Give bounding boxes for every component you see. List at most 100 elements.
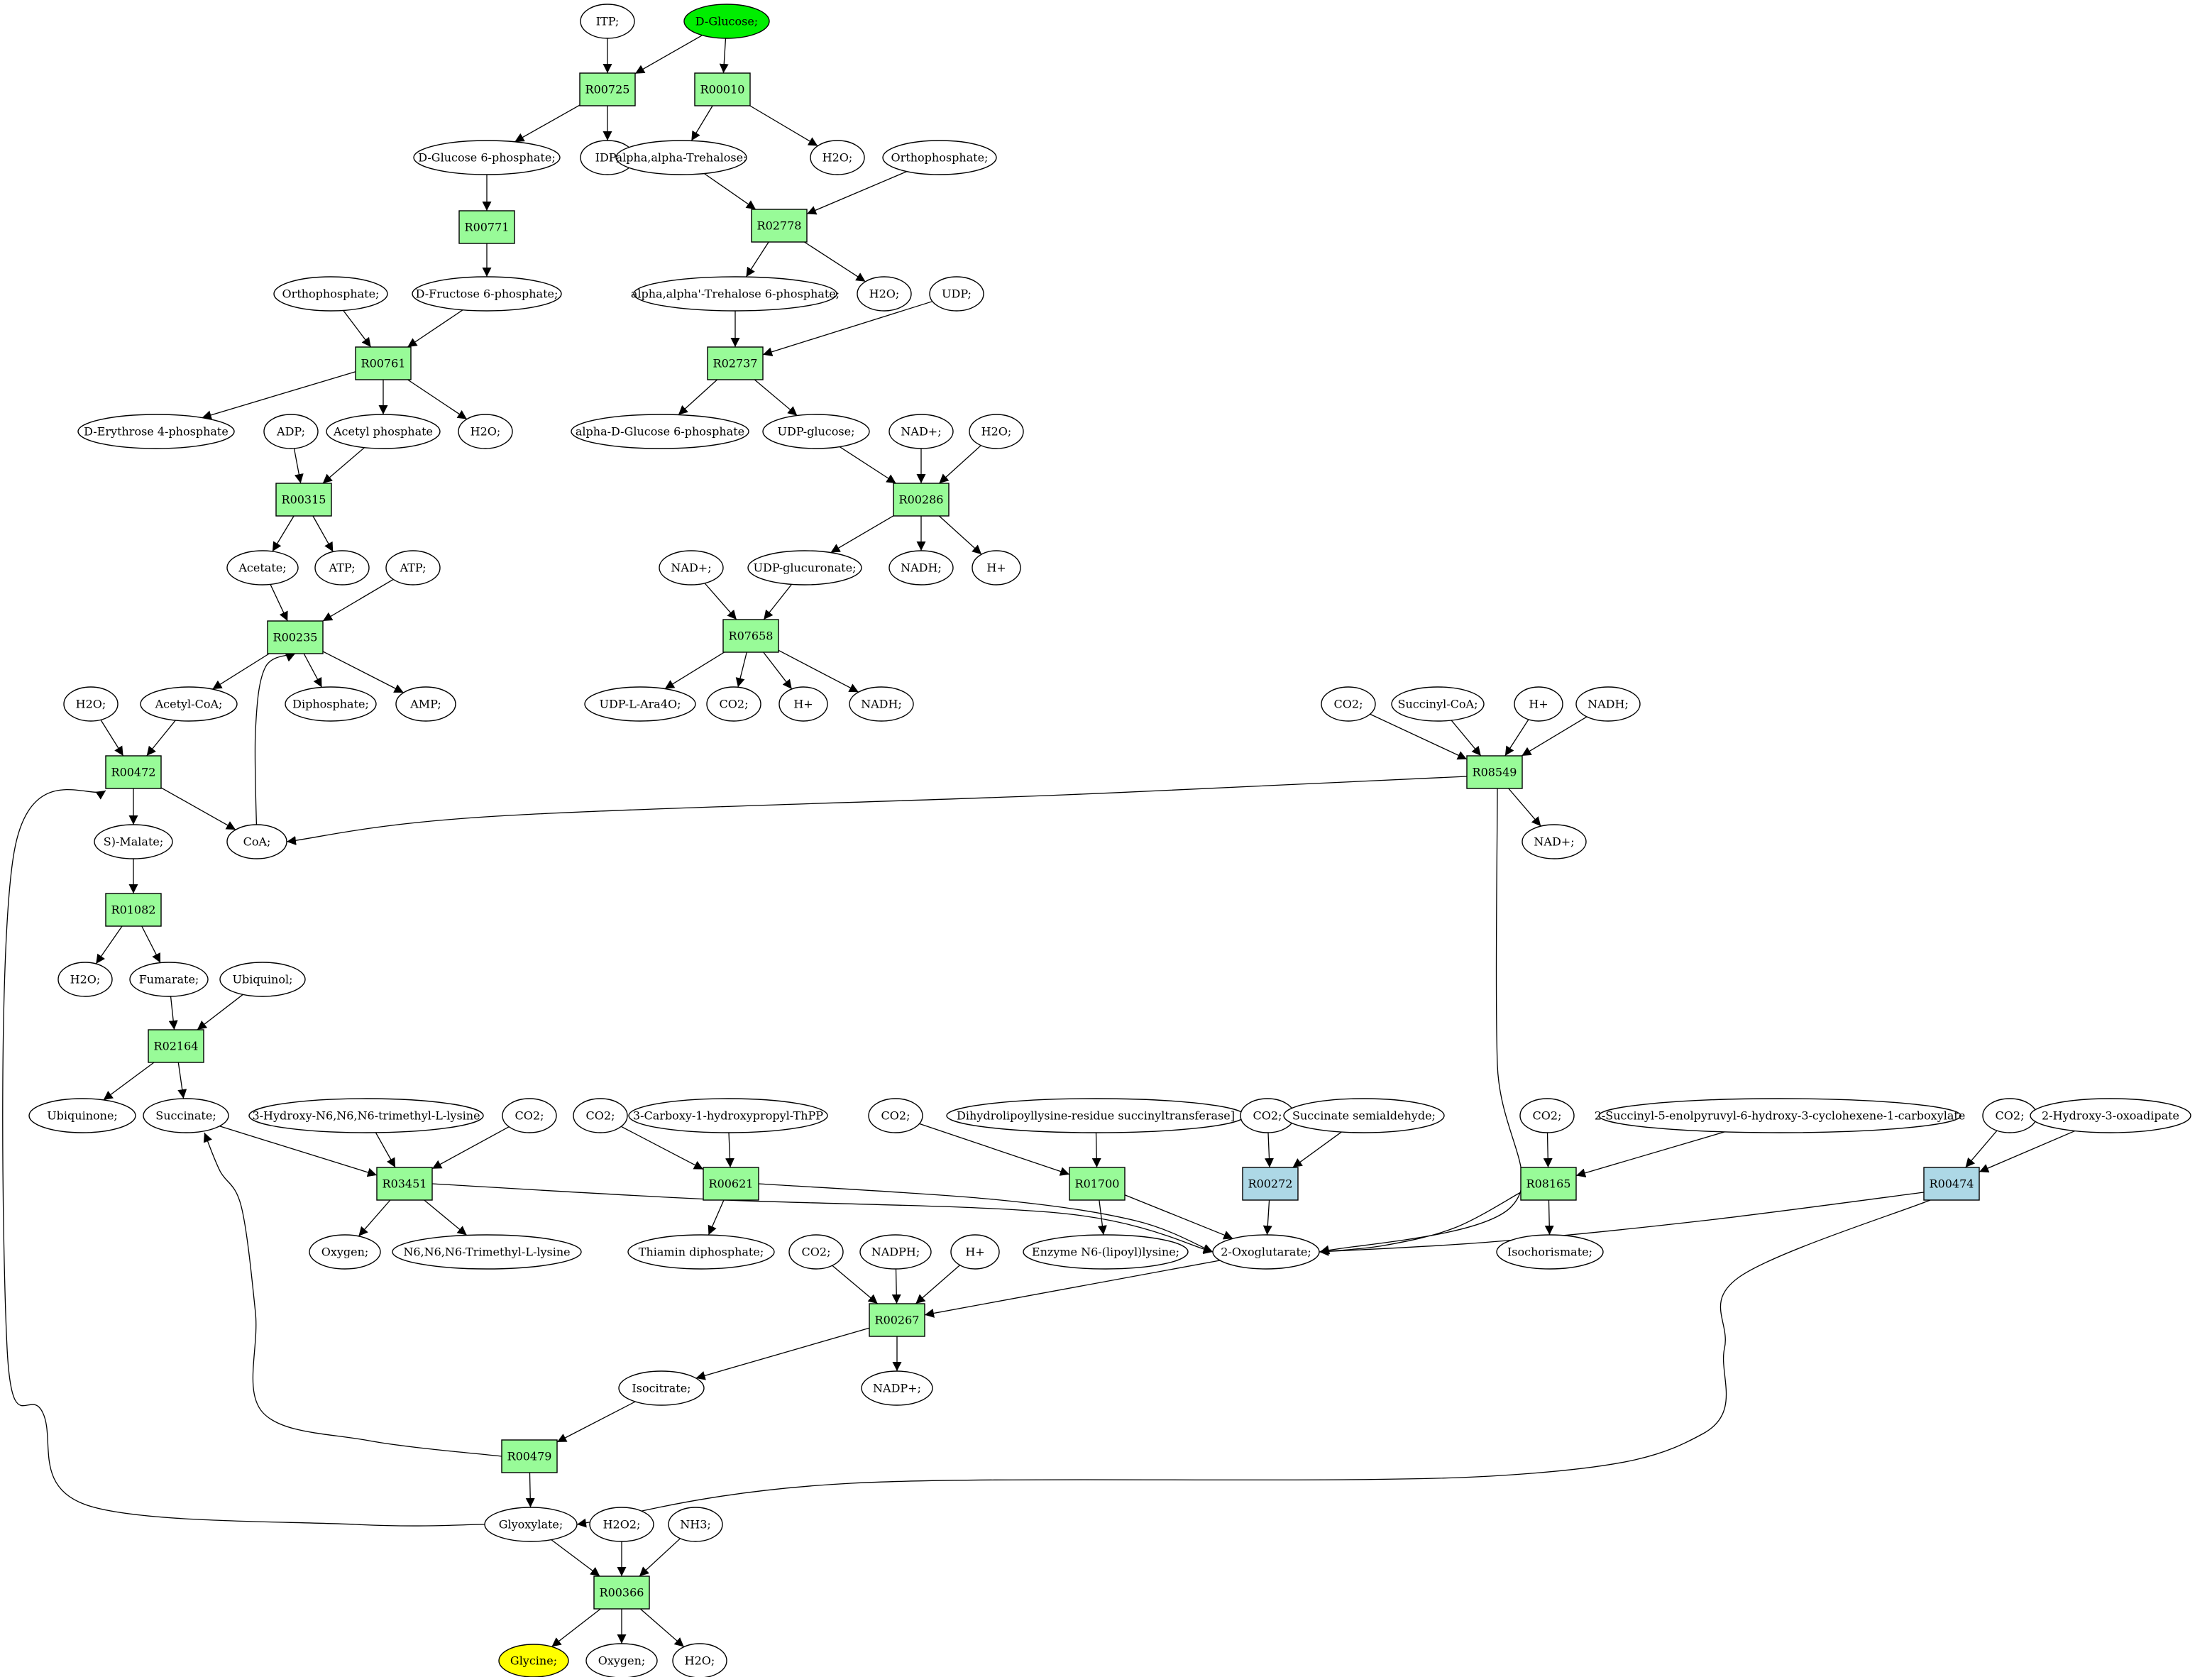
compound-node-c_h_c[interactable]: H+ bbox=[1514, 686, 1563, 722]
reaction-node-r_00472[interactable]: R00472 bbox=[105, 755, 162, 789]
compound-node-c_h_d[interactable]: H+ bbox=[950, 1234, 1000, 1270]
compound-node-c_h2o2[interactable]: H2O2; bbox=[589, 1507, 654, 1542]
compound-node-c_co2_f[interactable]: CO2; bbox=[1240, 1098, 1295, 1133]
reaction-node-r_00725[interactable]: R00725 bbox=[579, 72, 636, 106]
compound-node-c_h2o_d[interactable]: H2O; bbox=[969, 414, 1024, 449]
compound-node-c_h_a[interactable]: H+ bbox=[972, 550, 1021, 585]
reaction-node-r_00235[interactable]: R00235 bbox=[267, 620, 324, 654]
compound-label: Acetate; bbox=[238, 561, 286, 575]
compound-node-c_adp[interactable]: ADP; bbox=[263, 414, 319, 449]
compound-node-c_oxygen_b[interactable]: Oxygen; bbox=[585, 1643, 658, 1677]
compound-node-c_dihydrolipoyl[interactable]: Dihydrolipoyllysine-residue succinyltran… bbox=[946, 1098, 1245, 1133]
compound-node-c_acetylp[interactable]: Acetyl phosphate bbox=[326, 414, 441, 449]
compound-node-c_ag6p[interactable]: alpha-D-Glucose 6-phosphate bbox=[571, 414, 749, 449]
compound-node-c_co2_e[interactable]: CO2; bbox=[868, 1098, 923, 1133]
compound-node-c_isocitrate[interactable]: Isocitrate; bbox=[618, 1370, 705, 1406]
compound-node-c_udpglcu[interactable]: UDP-glucuronate; bbox=[747, 550, 862, 585]
compound-node-c_t6p[interactable]: alpha,alpha'-Trehalose 6-phosphate; bbox=[631, 276, 840, 312]
compound-node-c_succoa[interactable]: Succinyl-CoA; bbox=[1391, 686, 1485, 722]
compound-node-c_tml[interactable]: N6,N6,N6-Trimethyl-L-lysine bbox=[392, 1234, 582, 1270]
compound-node-c_ubiquinol[interactable]: Ubiquinol; bbox=[219, 962, 306, 997]
compound-node-c_nadph[interactable]: NADPH; bbox=[859, 1234, 932, 1270]
compound-node-c_nadh_a[interactable]: NADH; bbox=[888, 550, 954, 585]
reaction-node-r_00761[interactable]: R00761 bbox=[355, 346, 412, 380]
compound-node-c_carboxythpp[interactable]: 3-Carboxy-1-hydroxypropyl-ThPP bbox=[628, 1098, 828, 1133]
compound-node-c_nad_b[interactable]: NAD+; bbox=[659, 550, 724, 585]
compound-node-c_lipoyl[interactable]: Enzyme N6-(lipoyl)lysine; bbox=[1023, 1234, 1189, 1270]
compound-node-c_ppi[interactable]: Diphosphate; bbox=[285, 686, 377, 722]
compound-node-c_amp[interactable]: AMP; bbox=[395, 686, 456, 722]
reaction-node-r_00286[interactable]: R00286 bbox=[893, 483, 950, 517]
compound-node-c_h_b[interactable]: H+ bbox=[778, 686, 828, 722]
compound-node-c_co2_c[interactable]: CO2; bbox=[502, 1098, 557, 1133]
compound-node-c_udpglc[interactable]: UDP-glucose; bbox=[762, 414, 870, 449]
compound-node-c_co2_g[interactable]: CO2; bbox=[1519, 1098, 1575, 1133]
reaction-node-r_08165[interactable]: R08165 bbox=[1520, 1167, 1577, 1201]
compound-node-c_fumarate[interactable]: Fumarate; bbox=[129, 962, 209, 997]
compound-node-c_isochorismate[interactable]: Isochorismate; bbox=[1496, 1234, 1604, 1270]
compound-node-c_h2o_g[interactable]: H2O; bbox=[672, 1643, 727, 1677]
compound-node-c_trehalose[interactable]: alpha,alpha-Trehalose; bbox=[615, 140, 747, 175]
compound-node-c_hoxoadipate[interactable]: 2-Hydroxy-3-oxoadipate bbox=[2030, 1098, 2191, 1133]
compound-node-c_nadh_b[interactable]: NADH; bbox=[849, 686, 914, 722]
compound-node-c_malate[interactable]: S)-Malate; bbox=[94, 824, 173, 859]
compound-node-c_udp[interactable]: UDP; bbox=[929, 276, 984, 312]
compound-node-c_acetate[interactable]: Acetate; bbox=[226, 550, 299, 585]
reaction-node-r_00479[interactable]: R00479 bbox=[501, 1439, 558, 1473]
reaction-node-r_08549[interactable]: R08549 bbox=[1466, 755, 1523, 789]
compound-node-c_nadh_c[interactable]: NADH; bbox=[1575, 686, 1641, 722]
compound-node-c_oxygen_a[interactable]: Oxygen; bbox=[309, 1234, 381, 1270]
reaction-node-r_07658[interactable]: R07658 bbox=[722, 619, 779, 653]
compound-node-c_acoa[interactable]: Acetyl-CoA; bbox=[140, 686, 238, 722]
compound-node-c_co2_b[interactable]: CO2; bbox=[1321, 686, 1376, 722]
compound-node-c_atp_b[interactable]: ATP; bbox=[385, 550, 441, 585]
compound-node-c_coa[interactable]: CoA; bbox=[226, 824, 287, 859]
compound-node-c_pi_a[interactable]: Orthophosphate; bbox=[882, 140, 997, 175]
compound-node-c_thpp[interactable]: Thiamin diphosphate; bbox=[627, 1234, 775, 1270]
compound-node-c_glycine[interactable]: Glycine; bbox=[498, 1644, 569, 1677]
reaction-node-r_02737[interactable]: R02737 bbox=[707, 346, 764, 380]
compound-node-c_h2o_c[interactable]: H2O; bbox=[458, 414, 513, 449]
compound-node-c_atp_a[interactable]: ATP; bbox=[314, 550, 370, 585]
compound-node-c_f6p[interactable]: D-Fructose 6-phosphate; bbox=[412, 276, 562, 312]
compound-node-c_co2_d[interactable]: CO2; bbox=[573, 1098, 628, 1133]
reaction-node-r_00771[interactable]: R00771 bbox=[458, 210, 515, 244]
reaction-node-r_00621[interactable]: R00621 bbox=[703, 1167, 759, 1201]
compound-node-c_h2o_a[interactable]: H2O; bbox=[810, 140, 865, 175]
reaction-node-r_00315[interactable]: R00315 bbox=[275, 483, 332, 517]
compound-node-c_nad_c[interactable]: NAD+; bbox=[1522, 824, 1587, 859]
reaction-node-r_00474[interactable]: R00474 bbox=[1923, 1167, 1980, 1201]
reaction-node-r_01700[interactable]: R01700 bbox=[1069, 1167, 1126, 1201]
compound-node-c_co2_a[interactable]: CO2; bbox=[706, 686, 761, 722]
compound-node-c_2og[interactable]: 2-Oxoglutarate; bbox=[1212, 1234, 1320, 1270]
compound-node-c_h2o_b[interactable]: H2O; bbox=[857, 276, 912, 312]
compound-node-c_nadp[interactable]: NADP+; bbox=[861, 1370, 933, 1406]
compound-node-c_g6p[interactable]: D-Glucose 6-phosphate; bbox=[413, 140, 561, 175]
compound-node-c_succinate[interactable]: Succinate; bbox=[143, 1098, 229, 1133]
compound-node-c_itp[interactable]: ITP; bbox=[580, 4, 635, 39]
compound-node-c_e4p[interactable]: D-Erythrose 4-phosphate bbox=[77, 414, 235, 449]
reaction-node-r_00366[interactable]: R00366 bbox=[593, 1576, 650, 1610]
compound-node-c_sephchc[interactable]: 2-Succinyl-5-enolpyruvyl-6-hydroxy-3-cyc… bbox=[1595, 1098, 1966, 1133]
reaction-node-r_02778[interactable]: R02778 bbox=[751, 209, 808, 243]
compound-node-c_ubiquinone[interactable]: Ubiquinone; bbox=[28, 1098, 136, 1133]
compound-node-c_co2_i[interactable]: CO2; bbox=[788, 1234, 844, 1270]
compound-node-c_co2_h[interactable]: CO2; bbox=[1982, 1098, 2037, 1133]
reaction-node-r_02164[interactable]: R02164 bbox=[148, 1029, 204, 1063]
compound-node-c_hydroxytml[interactable]: 3-Hydroxy-N6,N6,N6-trimethyl-L-lysine bbox=[248, 1098, 484, 1133]
reaction-node-r_01082[interactable]: R01082 bbox=[105, 893, 162, 927]
compound-node-c_h2o_f[interactable]: H2O; bbox=[57, 962, 113, 997]
reaction-node-r_03451[interactable]: R03451 bbox=[376, 1167, 433, 1201]
compound-node-c_dglucose[interactable]: D-Glucose; bbox=[683, 4, 770, 39]
compound-node-c_glyoxylate[interactable]: Glyoxylate; bbox=[484, 1507, 578, 1542]
compound-node-c_nh3[interactable]: NH3; bbox=[668, 1507, 723, 1542]
edge-c_isocitrate-to-r_00479 bbox=[556, 1401, 636, 1443]
reaction-node-r_00267[interactable]: R00267 bbox=[869, 1303, 925, 1337]
reaction-node-r_00010[interactable]: R00010 bbox=[694, 72, 751, 106]
compound-node-c_ssa[interactable]: Succinate semialdehyde; bbox=[1283, 1098, 1445, 1133]
compound-node-c_udpara[interactable]: UDP-L-Ara4O; bbox=[584, 686, 696, 722]
compound-node-c_nad_a[interactable]: NAD+; bbox=[888, 414, 954, 449]
reaction-node-r_00272[interactable]: R00272 bbox=[1242, 1167, 1299, 1201]
compound-node-c_h2o_e[interactable]: H2O; bbox=[63, 686, 119, 722]
compound-node-c_pi_b[interactable]: Orthophosphate; bbox=[273, 276, 388, 312]
